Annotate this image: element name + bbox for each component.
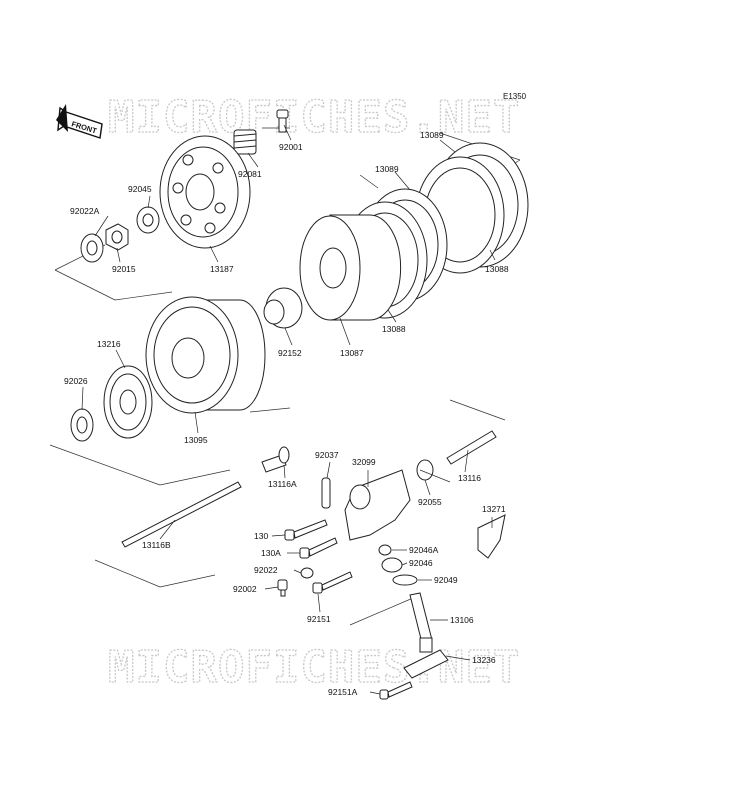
watermark-top: MICROFICHES.NET — [108, 92, 520, 143]
label-92046: 92046 — [409, 558, 433, 568]
part-92081-spring — [233, 129, 257, 155]
part-130-bolt — [284, 519, 328, 541]
part-92001-bolt — [276, 109, 289, 133]
front-arrow-icon: FRONT — [56, 104, 103, 139]
watermark-bottom: MICROFICHES.NET — [108, 642, 520, 693]
part-130a-bolt — [299, 537, 338, 559]
label-13236: 13236 — [472, 655, 496, 665]
label-13089-mid: 13089 — [375, 164, 399, 174]
label-92037: 92037 — [315, 450, 339, 460]
part-13087-clutch-hub — [299, 214, 402, 321]
part-13236-lever — [403, 649, 449, 679]
part-13187-pressure-plate — [159, 135, 251, 249]
part-92055-o-ring — [416, 459, 434, 481]
label-92049: 92049 — [434, 575, 458, 585]
label-92046a: 92046A — [409, 545, 439, 555]
label-13116: 13116 — [458, 473, 481, 483]
part-92045-bearing — [136, 206, 160, 234]
part-92037-pin — [321, 477, 331, 509]
label-13216: 13216 — [97, 339, 121, 349]
part-92152-collar — [263, 287, 303, 329]
label-13106: 13106 — [450, 615, 474, 625]
part-13116-pushrod — [446, 430, 497, 465]
label-92152: 92152 — [278, 348, 302, 358]
label-92026: 92026 — [64, 376, 88, 386]
part-92049-oil-seal — [392, 574, 418, 586]
part-92046-bearing — [381, 557, 403, 573]
part-13095-clutch-housing — [145, 296, 266, 414]
label-92015: 92015 — [112, 264, 136, 274]
label-13089-top: 13089 — [420, 130, 444, 140]
label-92151: 92151 — [307, 614, 331, 624]
label-92001: 92001 — [279, 142, 303, 152]
label-130a: 130A — [261, 548, 281, 558]
label-92022a: 92022A — [70, 206, 100, 216]
part-92151-bolt — [312, 571, 353, 594]
part-13116b-long-pushrod — [121, 481, 242, 548]
label-92022: 92022 — [254, 565, 278, 575]
part-labels: 92001 92081 92045 92022A 92015 13187 130… — [64, 130, 509, 697]
group-guide-lines — [49, 127, 521, 626]
label-13088-right: 13088 — [485, 264, 509, 274]
leader-lines — [81, 124, 496, 695]
label-92045: 92045 — [128, 184, 152, 194]
label-13271: 13271 — [482, 504, 506, 514]
label-13095: 13095 — [184, 435, 208, 445]
part-32099-release-cover — [344, 469, 411, 541]
label-32099: 32099 — [352, 457, 376, 467]
label-13116b: 13116B — [142, 540, 171, 550]
part-13216-gear — [103, 365, 153, 439]
label-13116a: 13116A — [268, 479, 297, 489]
part-13106-release-shaft — [409, 592, 433, 653]
part-92022a-washer — [80, 233, 104, 263]
label-130: 130 — [254, 531, 268, 541]
label-13088-left: 13088 — [382, 324, 406, 334]
part-92046a-seal — [378, 544, 392, 556]
part-92015-nut — [105, 223, 129, 251]
part-92002-bolt — [277, 579, 288, 597]
label-92002: 92002 — [233, 584, 257, 594]
label-92055: 92055 — [418, 497, 442, 507]
diagram-code: E1350 — [503, 92, 527, 101]
label-92151a: 92151A — [328, 687, 358, 697]
part-92151a-bolt — [379, 681, 413, 700]
part-13271-bracket — [477, 514, 506, 559]
part-92026-washer — [70, 408, 94, 442]
part-92022-washer — [300, 567, 314, 579]
label-13087: 13087 — [340, 348, 364, 358]
part-13116a-pushrod — [261, 446, 290, 473]
label-13187: 13187 — [210, 264, 234, 274]
label-92081: 92081 — [238, 169, 262, 179]
